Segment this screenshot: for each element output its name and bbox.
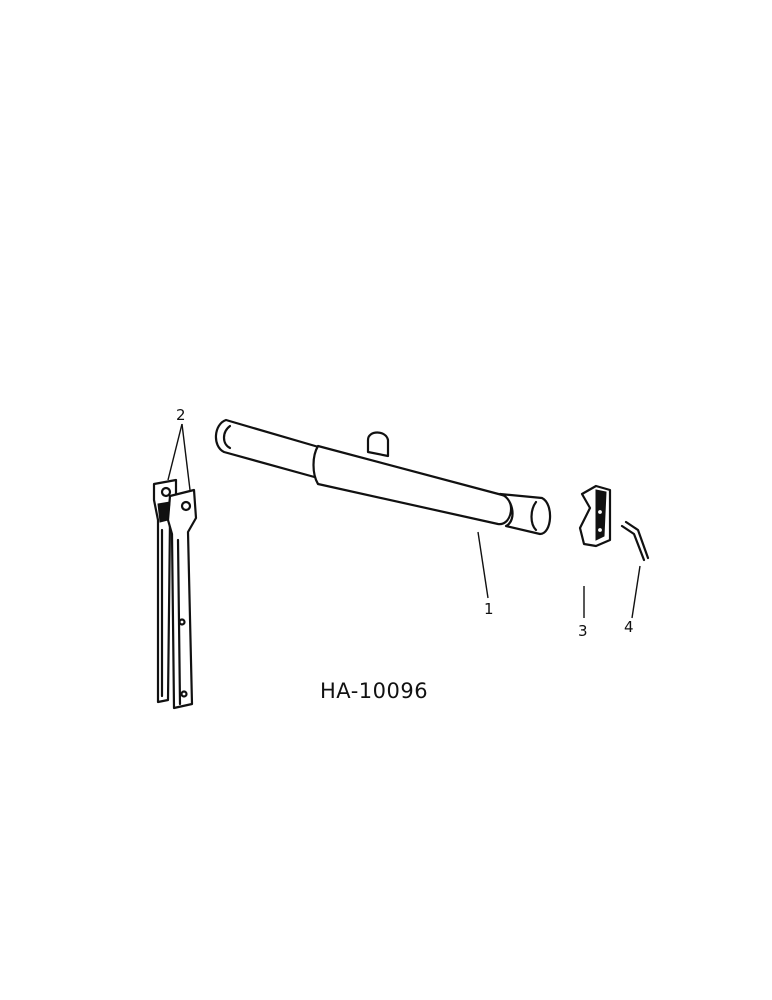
figure-id: HA-10096 — [320, 679, 428, 703]
part-1-cylinder — [214, 418, 552, 536]
callout-1-label: 1 — [484, 600, 494, 618]
part-2-brackets — [152, 478, 198, 710]
leader-lines — [167, 423, 641, 619]
callout-4-label: 4 — [624, 618, 634, 636]
callout-2-label: 2 — [176, 406, 186, 424]
callout-3-label: 3 — [578, 622, 588, 640]
part-3-latch — [578, 484, 612, 548]
part-4-pin — [620, 520, 650, 562]
